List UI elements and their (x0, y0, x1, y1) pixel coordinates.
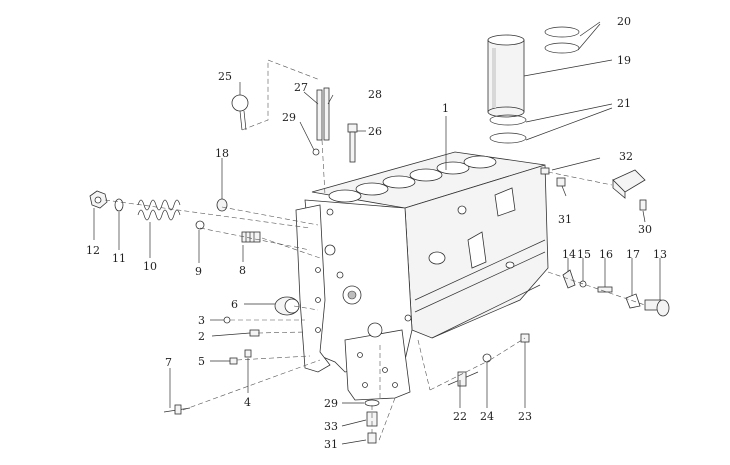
liner-o-rings (544, 26, 580, 54)
callout-18: 18 (215, 147, 229, 160)
callout-33: 33 (324, 420, 338, 433)
callout-2: 2 (198, 330, 205, 343)
spring (137, 199, 181, 221)
plug-32 (540, 167, 550, 175)
callout-22: 22 (453, 410, 467, 423)
callout-31-right: 31 (558, 213, 572, 226)
callout-26: 26 (368, 125, 382, 138)
bushing (274, 296, 300, 316)
callout-1: 1 (442, 102, 449, 115)
plug-screw (241, 231, 261, 243)
ball (195, 220, 205, 230)
leader-lines (93, 21, 661, 445)
plug-31-right (556, 177, 566, 187)
callout-6: 6 (231, 298, 238, 311)
callout-8: 8 (239, 264, 246, 277)
callout-9: 9 (195, 265, 202, 278)
cylinder-block (295, 151, 549, 401)
plug-31-bottom (367, 432, 377, 444)
callout-23: 23 (518, 410, 532, 423)
cylinder-liner (487, 34, 525, 118)
callout-labels: 1 2 3 4 5 6 7 8 9 10 11 12 13 14 15 16 1… (86, 15, 667, 451)
callout-7: 7 (165, 356, 172, 369)
callout-29-top: 29 (282, 111, 296, 124)
bolt-26 (347, 123, 358, 163)
callout-29-bottom: 29 (324, 397, 338, 410)
ring-24 (482, 353, 492, 363)
callout-12: 12 (86, 244, 100, 257)
callout-4: 4 (244, 396, 251, 409)
callout-14: 14 (562, 248, 576, 261)
screw-30 (639, 199, 647, 211)
callout-16: 16 (599, 248, 613, 261)
small-plugs (223, 316, 260, 365)
callout-5: 5 (198, 355, 205, 368)
liner-seal-rings (489, 114, 527, 144)
callout-3: 3 (198, 314, 205, 327)
callout-11: 11 (112, 252, 126, 265)
studs-27-28 (312, 87, 330, 156)
callout-30: 30 (638, 223, 652, 236)
assembly-lines (104, 59, 646, 444)
callout-17: 17 (626, 248, 640, 261)
callout-15: 15 (577, 248, 591, 261)
callout-27: 27 (294, 81, 308, 94)
callout-25: 25 (218, 70, 232, 83)
callout-28: 28 (368, 88, 382, 101)
callout-24: 24 (480, 410, 494, 423)
connector-block (612, 169, 646, 199)
callout-21: 21 (617, 97, 631, 110)
callout-19: 19 (617, 54, 631, 67)
plug-18 (216, 198, 228, 212)
eye-bolt (231, 94, 249, 131)
callout-10: 10 (143, 260, 157, 273)
elbow-fitting (644, 299, 670, 317)
callout-20: 20 (617, 15, 631, 28)
callout-31-bottom: 31 (324, 438, 338, 451)
callout-32: 32 (619, 150, 633, 163)
washer (114, 198, 124, 212)
hex-nut (89, 190, 108, 209)
stud-bolt-7 (163, 404, 191, 415)
fitting-22 (447, 371, 479, 387)
callout-13: 13 (653, 248, 667, 261)
